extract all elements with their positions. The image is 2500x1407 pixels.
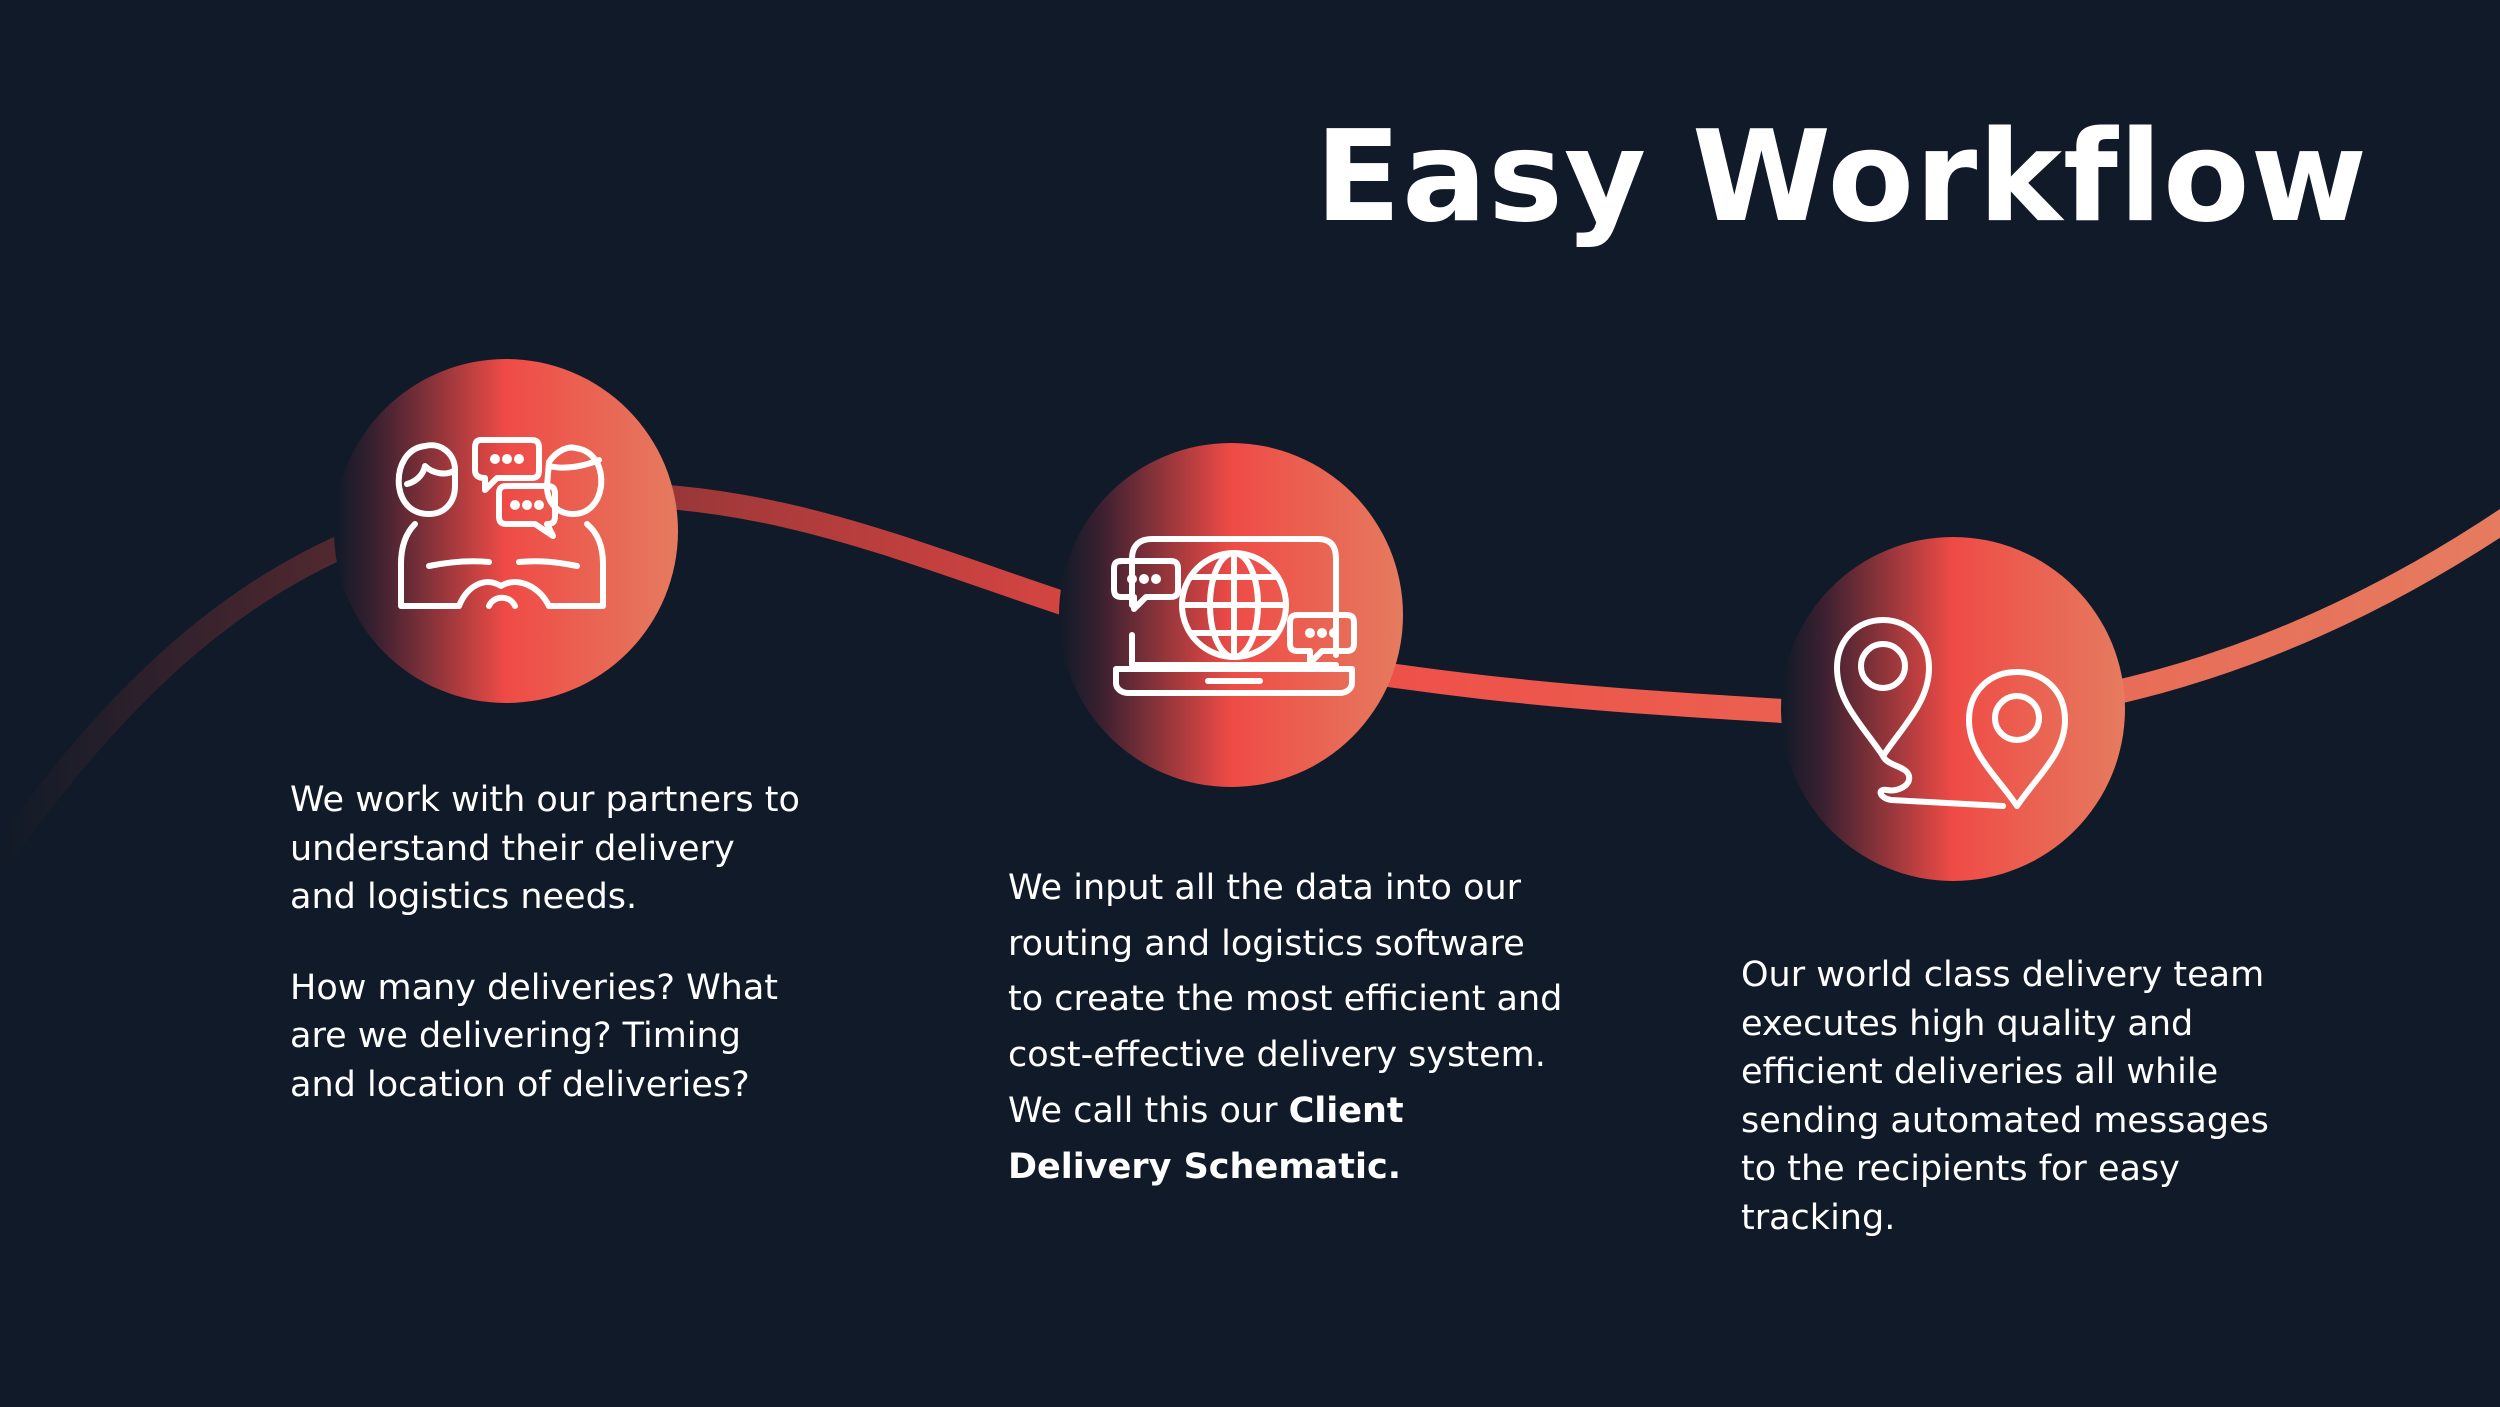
step-2-text: We input all the data into our routing a… [1008, 868, 1563, 1131]
step-1-circle [334, 359, 678, 703]
client-delivery-schematic-emphasis: Client Delivery Schematic. [1008, 1090, 1404, 1187]
partners-conversation-icon [395, 437, 606, 609]
step-1-paragraph-2: How many deliveries? What are we deliver… [290, 967, 779, 1105]
step-2-paragraph: We input all the data into our routing a… [1008, 861, 1568, 1195]
page-title: Easy Workflow [1314, 103, 2368, 250]
laptop-globe-icon [1111, 536, 1357, 696]
step-2-description: We input all the data into our routing a… [1008, 861, 1568, 1195]
step-3-description: Our world class delivery team executes h… [1741, 951, 2301, 1242]
step-1-paragraph-1: We work with our partners to understand … [290, 780, 800, 917]
route-location-pins-icon [1834, 617, 2068, 809]
step-3-paragraph: Our world class delivery team executes h… [1741, 955, 2269, 1238]
step-3-circle [1781, 537, 2125, 881]
step-1-description: We work with our partners to understand … [290, 776, 810, 1109]
